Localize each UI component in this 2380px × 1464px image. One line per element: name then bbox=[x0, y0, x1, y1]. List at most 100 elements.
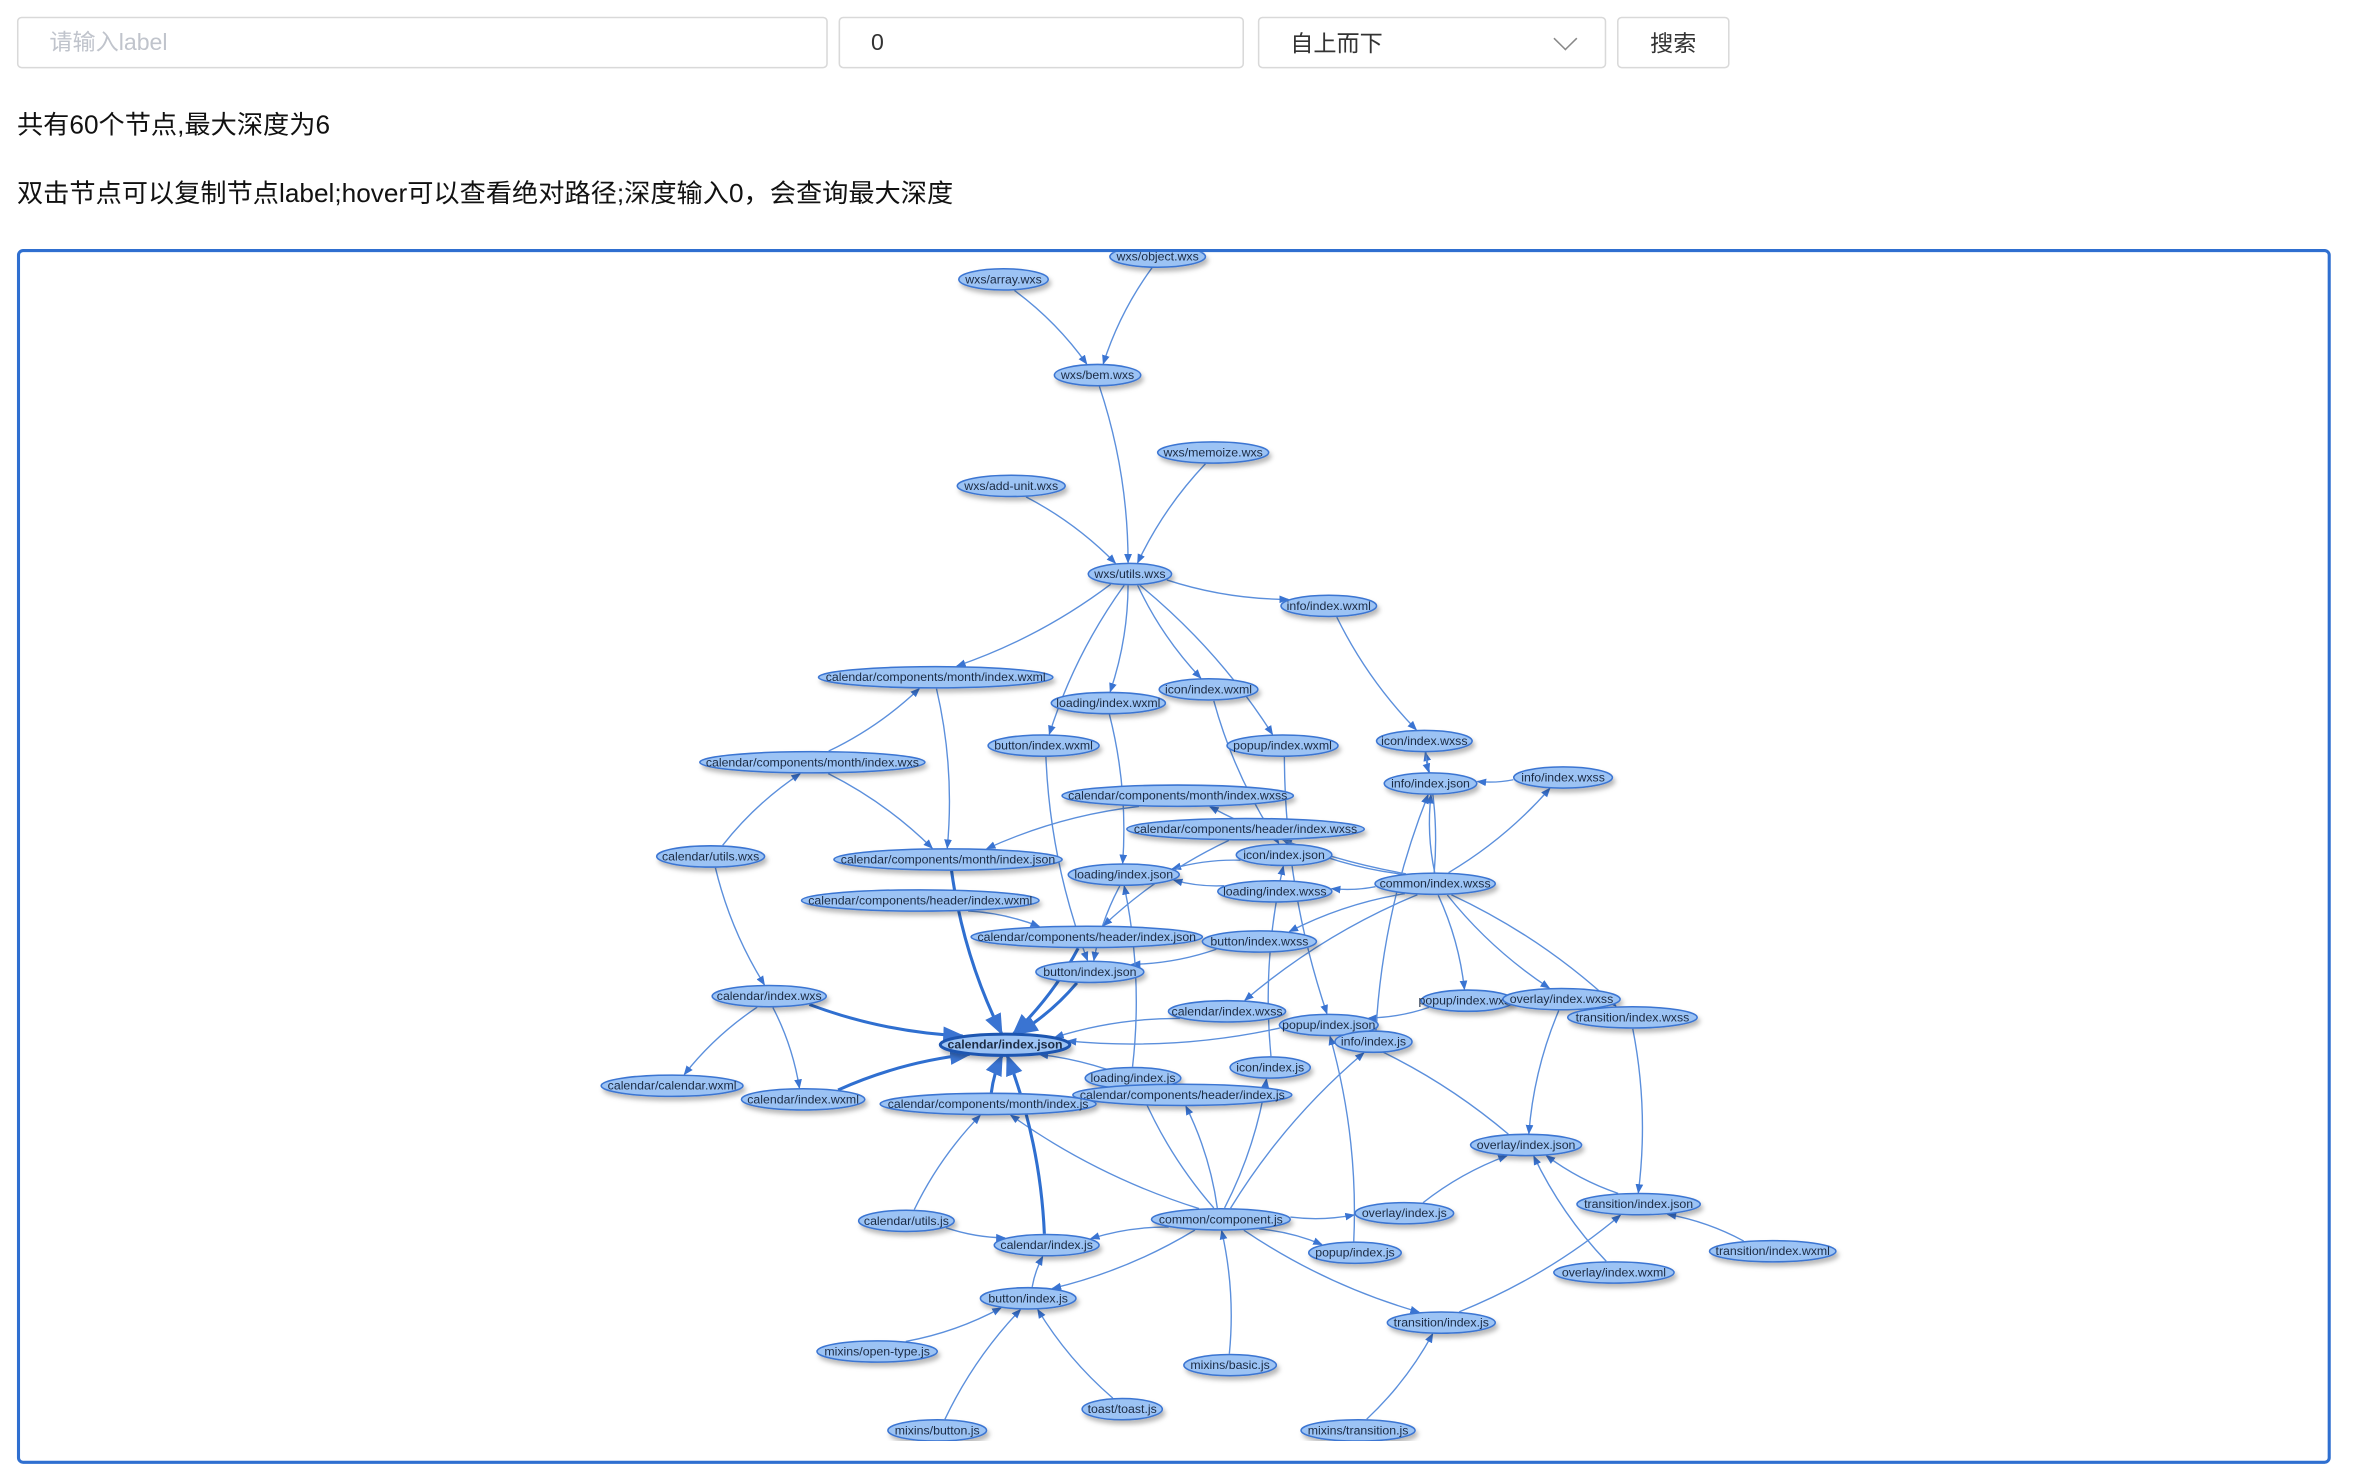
graph-node-overlay-index-js[interactable]: overlay/index.js bbox=[1354, 1201, 1455, 1225]
graph-node-shape[interactable] bbox=[1334, 1030, 1413, 1054]
graph-node-wxs-array-wxs[interactable]: wxs/array.wxs bbox=[958, 268, 1049, 291]
graph-node-shape[interactable] bbox=[711, 984, 828, 1008]
graph-node-popup-index-wxml[interactable]: popup/index.wxml bbox=[1226, 734, 1339, 757]
graph-node-shape[interactable] bbox=[979, 1286, 1077, 1310]
graph-node-shape[interactable] bbox=[1280, 594, 1378, 618]
graph-node-shape[interactable] bbox=[857, 1209, 955, 1233]
graph-node-calendar-index-json[interactable]: calendar/index.json bbox=[938, 1032, 1072, 1057]
graph-node-shape[interactable] bbox=[1226, 734, 1339, 757]
graph-node-overlay-index-json[interactable]: overlay/index.json bbox=[1469, 1133, 1583, 1157]
graph-node-shape[interactable] bbox=[1229, 1056, 1312, 1079]
graph-node-shape[interactable] bbox=[740, 1088, 866, 1111]
graph-node-button-index-wxss[interactable]: button/index.wxss bbox=[1201, 930, 1318, 953]
graph-node-shape[interactable] bbox=[1126, 817, 1365, 841]
graph-node-info-index-json[interactable]: info/index.json bbox=[1383, 772, 1478, 795]
graph-node-calendar-components-month-index-json[interactable]: calendar/components/month/index.json bbox=[833, 848, 1063, 871]
graph-node-transition-index-wxml[interactable]: transition/index.wxml bbox=[1708, 1239, 1837, 1263]
graph-node-shape[interactable] bbox=[1061, 784, 1295, 808]
graph-node-shape[interactable] bbox=[879, 1092, 1097, 1116]
graph-node-shape[interactable] bbox=[958, 268, 1049, 291]
graph-node-mixins-transition-js[interactable]: mixins/transition.js bbox=[1300, 1419, 1416, 1442]
graph-node-calendar-utils-wxs[interactable]: calendar/utils.wxs bbox=[655, 845, 766, 868]
graph-node-mixins-button-js[interactable]: mixins/button.js bbox=[887, 1419, 988, 1442]
graph-node-shape[interactable] bbox=[1050, 691, 1167, 715]
graph-node-shape[interactable] bbox=[1553, 1261, 1675, 1284]
graph-node-shape[interactable] bbox=[1708, 1239, 1837, 1263]
graph-node-calendar-utils-js[interactable]: calendar/utils.js bbox=[857, 1209, 955, 1233]
depth-input[interactable] bbox=[840, 18, 1243, 67]
graph-node-shape[interactable] bbox=[1167, 999, 1287, 1023]
graph-node-wxs-add-unit-wxs[interactable]: wxs/add-unit.wxs bbox=[956, 474, 1066, 498]
graph-node-info-index-wxml[interactable]: info/index.wxml bbox=[1280, 594, 1378, 618]
graph-node-shape[interactable] bbox=[816, 1340, 939, 1363]
graph-node-shape[interactable] bbox=[1383, 772, 1478, 795]
graph-node-calendar-index-wxml[interactable]: calendar/index.wxml bbox=[740, 1088, 866, 1111]
graph-node-calendar-components-month-index-js[interactable]: calendar/components/month/index.js bbox=[879, 1092, 1097, 1116]
graph-node-shape[interactable] bbox=[800, 889, 1040, 912]
dependency-graph[interactable]: wxs/object.wxs wxs/array.wxs wxs/bem.wxs wx… bbox=[16, 249, 2331, 1464]
graph-node-icon-index-js[interactable]: icon/index.js bbox=[1229, 1056, 1312, 1079]
label-search-input[interactable] bbox=[18, 18, 827, 67]
graph-node-info-index-js[interactable]: info/index.js bbox=[1334, 1030, 1413, 1054]
graph-node-loading-index-json[interactable]: loading/index.json bbox=[1067, 863, 1181, 887]
graph-node-loading-index-js[interactable]: loading/index.js bbox=[1084, 1066, 1182, 1090]
graph-node-transition-index-json[interactable]: transition/index.json bbox=[1576, 1192, 1702, 1216]
graph-node-shape[interactable] bbox=[1035, 960, 1145, 984]
graph-node-icon-index-json[interactable]: icon/index.json bbox=[1235, 843, 1333, 867]
graph-node-popup-index-wxss[interactable]: popup/index.wxss bbox=[1419, 989, 1517, 1013]
graph-node-shape[interactable] bbox=[817, 665, 1054, 689]
graph-node-shape[interactable] bbox=[1067, 863, 1181, 887]
graph-node-icon-index-wxml[interactable]: icon/index.wxml bbox=[1158, 678, 1259, 701]
graph-node-shape[interactable] bbox=[1502, 987, 1621, 1011]
graph-node-shape[interactable] bbox=[1307, 1241, 1402, 1265]
graph-node-shape[interactable] bbox=[1156, 441, 1270, 464]
graph-node-toast-toast-js[interactable]: toast/toast.js bbox=[1081, 1397, 1164, 1421]
graph-node-calendar-components-header-index-wxss[interactable]: calendar/components/header/index.wxss bbox=[1126, 817, 1365, 841]
graph-node-loading-index-wxml[interactable]: loading/index.wxml bbox=[1050, 691, 1167, 715]
graph-node-shape[interactable] bbox=[1374, 872, 1497, 896]
graph-node-overlay-index-wxss[interactable]: overlay/index.wxss bbox=[1502, 987, 1621, 1011]
graph-node-transition-index-wxss[interactable]: transition/index.wxss bbox=[1566, 1006, 1698, 1029]
graph-node-shape[interactable] bbox=[1512, 766, 1614, 789]
graph-node-calendar-index-wxs[interactable]: calendar/index.wxs bbox=[711, 984, 828, 1008]
graph-node-common-index-wxss[interactable]: common/index.wxss bbox=[1374, 872, 1497, 896]
graph-node-shape[interactable] bbox=[987, 734, 1100, 757]
graph-node-popup-index-json[interactable]: popup/index.json bbox=[1278, 1013, 1379, 1037]
graph-node-shape[interactable] bbox=[970, 925, 1204, 949]
graph-node-wxs-memoize-wxs[interactable]: wxs/memoize.wxs bbox=[1156, 441, 1270, 464]
graph-node-wxs-bem-wxs[interactable]: wxs/bem.wxs bbox=[1053, 363, 1142, 387]
graph-node-calendar-calendar-wxml[interactable]: calendar/calendar.wxml bbox=[600, 1074, 744, 1098]
graph-node-shape[interactable] bbox=[1354, 1201, 1455, 1225]
graph-node-common-component-js[interactable]: common/component.js bbox=[1150, 1207, 1292, 1231]
graph-node-shape[interactable] bbox=[699, 750, 926, 774]
dependency-graph-canvas[interactable]: wxs/object.wxs wxs/array.wxs wxs/bem.wxs wx… bbox=[17, 249, 2331, 1442]
graph-node-info-index-wxss[interactable]: info/index.wxss bbox=[1512, 766, 1614, 789]
graph-node-shape[interactable] bbox=[1217, 879, 1333, 903]
graph-node-overlay-index-wxml[interactable]: overlay/index.wxml bbox=[1553, 1261, 1675, 1284]
graph-node-loading-index-wxss[interactable]: loading/index.wxss bbox=[1217, 879, 1333, 903]
graph-node-shape[interactable] bbox=[1375, 729, 1473, 753]
search-button[interactable]: 搜索 bbox=[1617, 16, 1730, 69]
graph-node-shape[interactable] bbox=[833, 848, 1063, 871]
graph-node-button-index-json[interactable]: button/index.json bbox=[1035, 960, 1145, 984]
graph-node-shape[interactable] bbox=[1576, 1192, 1702, 1216]
graph-node-shape[interactable] bbox=[1183, 1353, 1278, 1377]
graph-node-wxs-object-wxs[interactable]: wxs/object.wxs bbox=[1109, 249, 1207, 269]
graph-node-calendar-components-month-index-wxml[interactable]: calendar/components/month/index.wxml bbox=[817, 665, 1054, 689]
graph-node-shape[interactable] bbox=[1386, 1311, 1497, 1335]
graph-node-calendar-components-header-index-wxml[interactable]: calendar/components/header/index.wxml bbox=[800, 889, 1040, 912]
graph-node-calendar-components-month-index-wxs[interactable]: calendar/components/month/index.wxs bbox=[699, 750, 926, 774]
graph-node-shape[interactable] bbox=[1201, 930, 1318, 953]
graph-node-shape[interactable] bbox=[1109, 249, 1207, 269]
graph-node-button-index-js[interactable]: button/index.js bbox=[979, 1286, 1077, 1310]
graph-node-mixins-basic-js[interactable]: mixins/basic.js bbox=[1183, 1353, 1278, 1377]
graph-node-shape[interactable] bbox=[993, 1233, 1100, 1257]
graph-node-button-index-wxml[interactable]: button/index.wxml bbox=[987, 734, 1100, 757]
graph-node-shape[interactable] bbox=[1053, 363, 1142, 387]
graph-node-shape[interactable] bbox=[1469, 1133, 1583, 1157]
graph-node-shape[interactable] bbox=[1278, 1013, 1379, 1037]
graph-node-shape[interactable] bbox=[956, 474, 1066, 498]
graph-node-icon-index-wxss[interactable]: icon/index.wxss bbox=[1375, 729, 1473, 753]
graph-node-shape[interactable] bbox=[1072, 1083, 1293, 1107]
graph-node-shape[interactable] bbox=[1150, 1207, 1292, 1231]
